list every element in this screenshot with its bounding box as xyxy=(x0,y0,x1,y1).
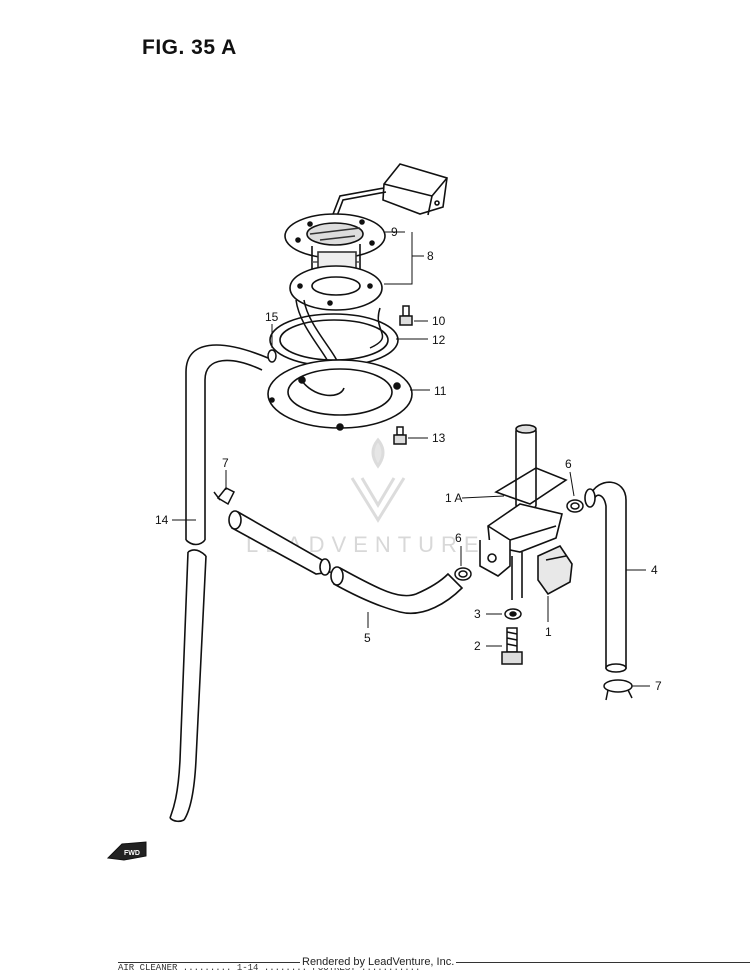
label-part-8: 8 xyxy=(427,249,434,263)
fuel-hose-4 xyxy=(584,481,627,673)
rendered-by-credit: Rendered by LeadVenture, Inc. xyxy=(300,956,457,968)
label-part-10: 10 xyxy=(432,314,446,328)
label-part-3: 3 xyxy=(474,607,481,621)
bolt-13 xyxy=(393,426,407,445)
label-part-12: 12 xyxy=(432,333,446,347)
fwd-arrow-icon: FWD xyxy=(106,841,147,861)
fuel-cock-assembly xyxy=(479,424,573,600)
label-part-14: 14 xyxy=(155,513,169,527)
fuel-hose-14 xyxy=(169,344,269,823)
hose-clamp-6-right xyxy=(566,499,584,513)
label-part-4: 4 xyxy=(651,563,658,577)
label-part-5: 5 xyxy=(364,631,371,645)
label-part-1: 1 xyxy=(545,625,552,639)
hose-clamp-7-left xyxy=(213,487,236,506)
label-part-13: 13 xyxy=(432,431,446,445)
fuel-hose-short xyxy=(228,510,332,576)
hose-clamp-7-right xyxy=(603,679,633,701)
bolt-2 xyxy=(501,627,523,665)
bolt-10 xyxy=(399,305,413,326)
fuel-pump-base-plate xyxy=(289,265,383,311)
leader-lines xyxy=(172,231,650,687)
label-part-11: 11 xyxy=(434,384,447,398)
washer-3 xyxy=(504,608,522,620)
leadventure-logo-icon xyxy=(350,437,406,523)
fwd-label: FWD xyxy=(124,850,140,857)
hose-clamp-15 xyxy=(267,349,277,363)
label-part-7-right: 7 xyxy=(655,679,662,693)
label-part-15: 15 xyxy=(265,310,279,324)
label-part-6-right: 6 xyxy=(565,457,572,471)
fuel-sender-unit xyxy=(329,163,448,225)
pump-retaining-plate xyxy=(267,359,413,431)
label-part-1a: 1 A xyxy=(445,491,462,505)
figure-title: FIG. 35 A xyxy=(142,36,237,59)
label-part-9: 9 xyxy=(391,225,398,239)
fuel-hose-5 xyxy=(330,566,464,615)
label-part-2: 2 xyxy=(474,639,481,653)
label-part-6-left: 6 xyxy=(455,531,462,545)
hose-clamp-6-left xyxy=(454,567,472,581)
label-part-7-left: 7 xyxy=(222,456,229,470)
